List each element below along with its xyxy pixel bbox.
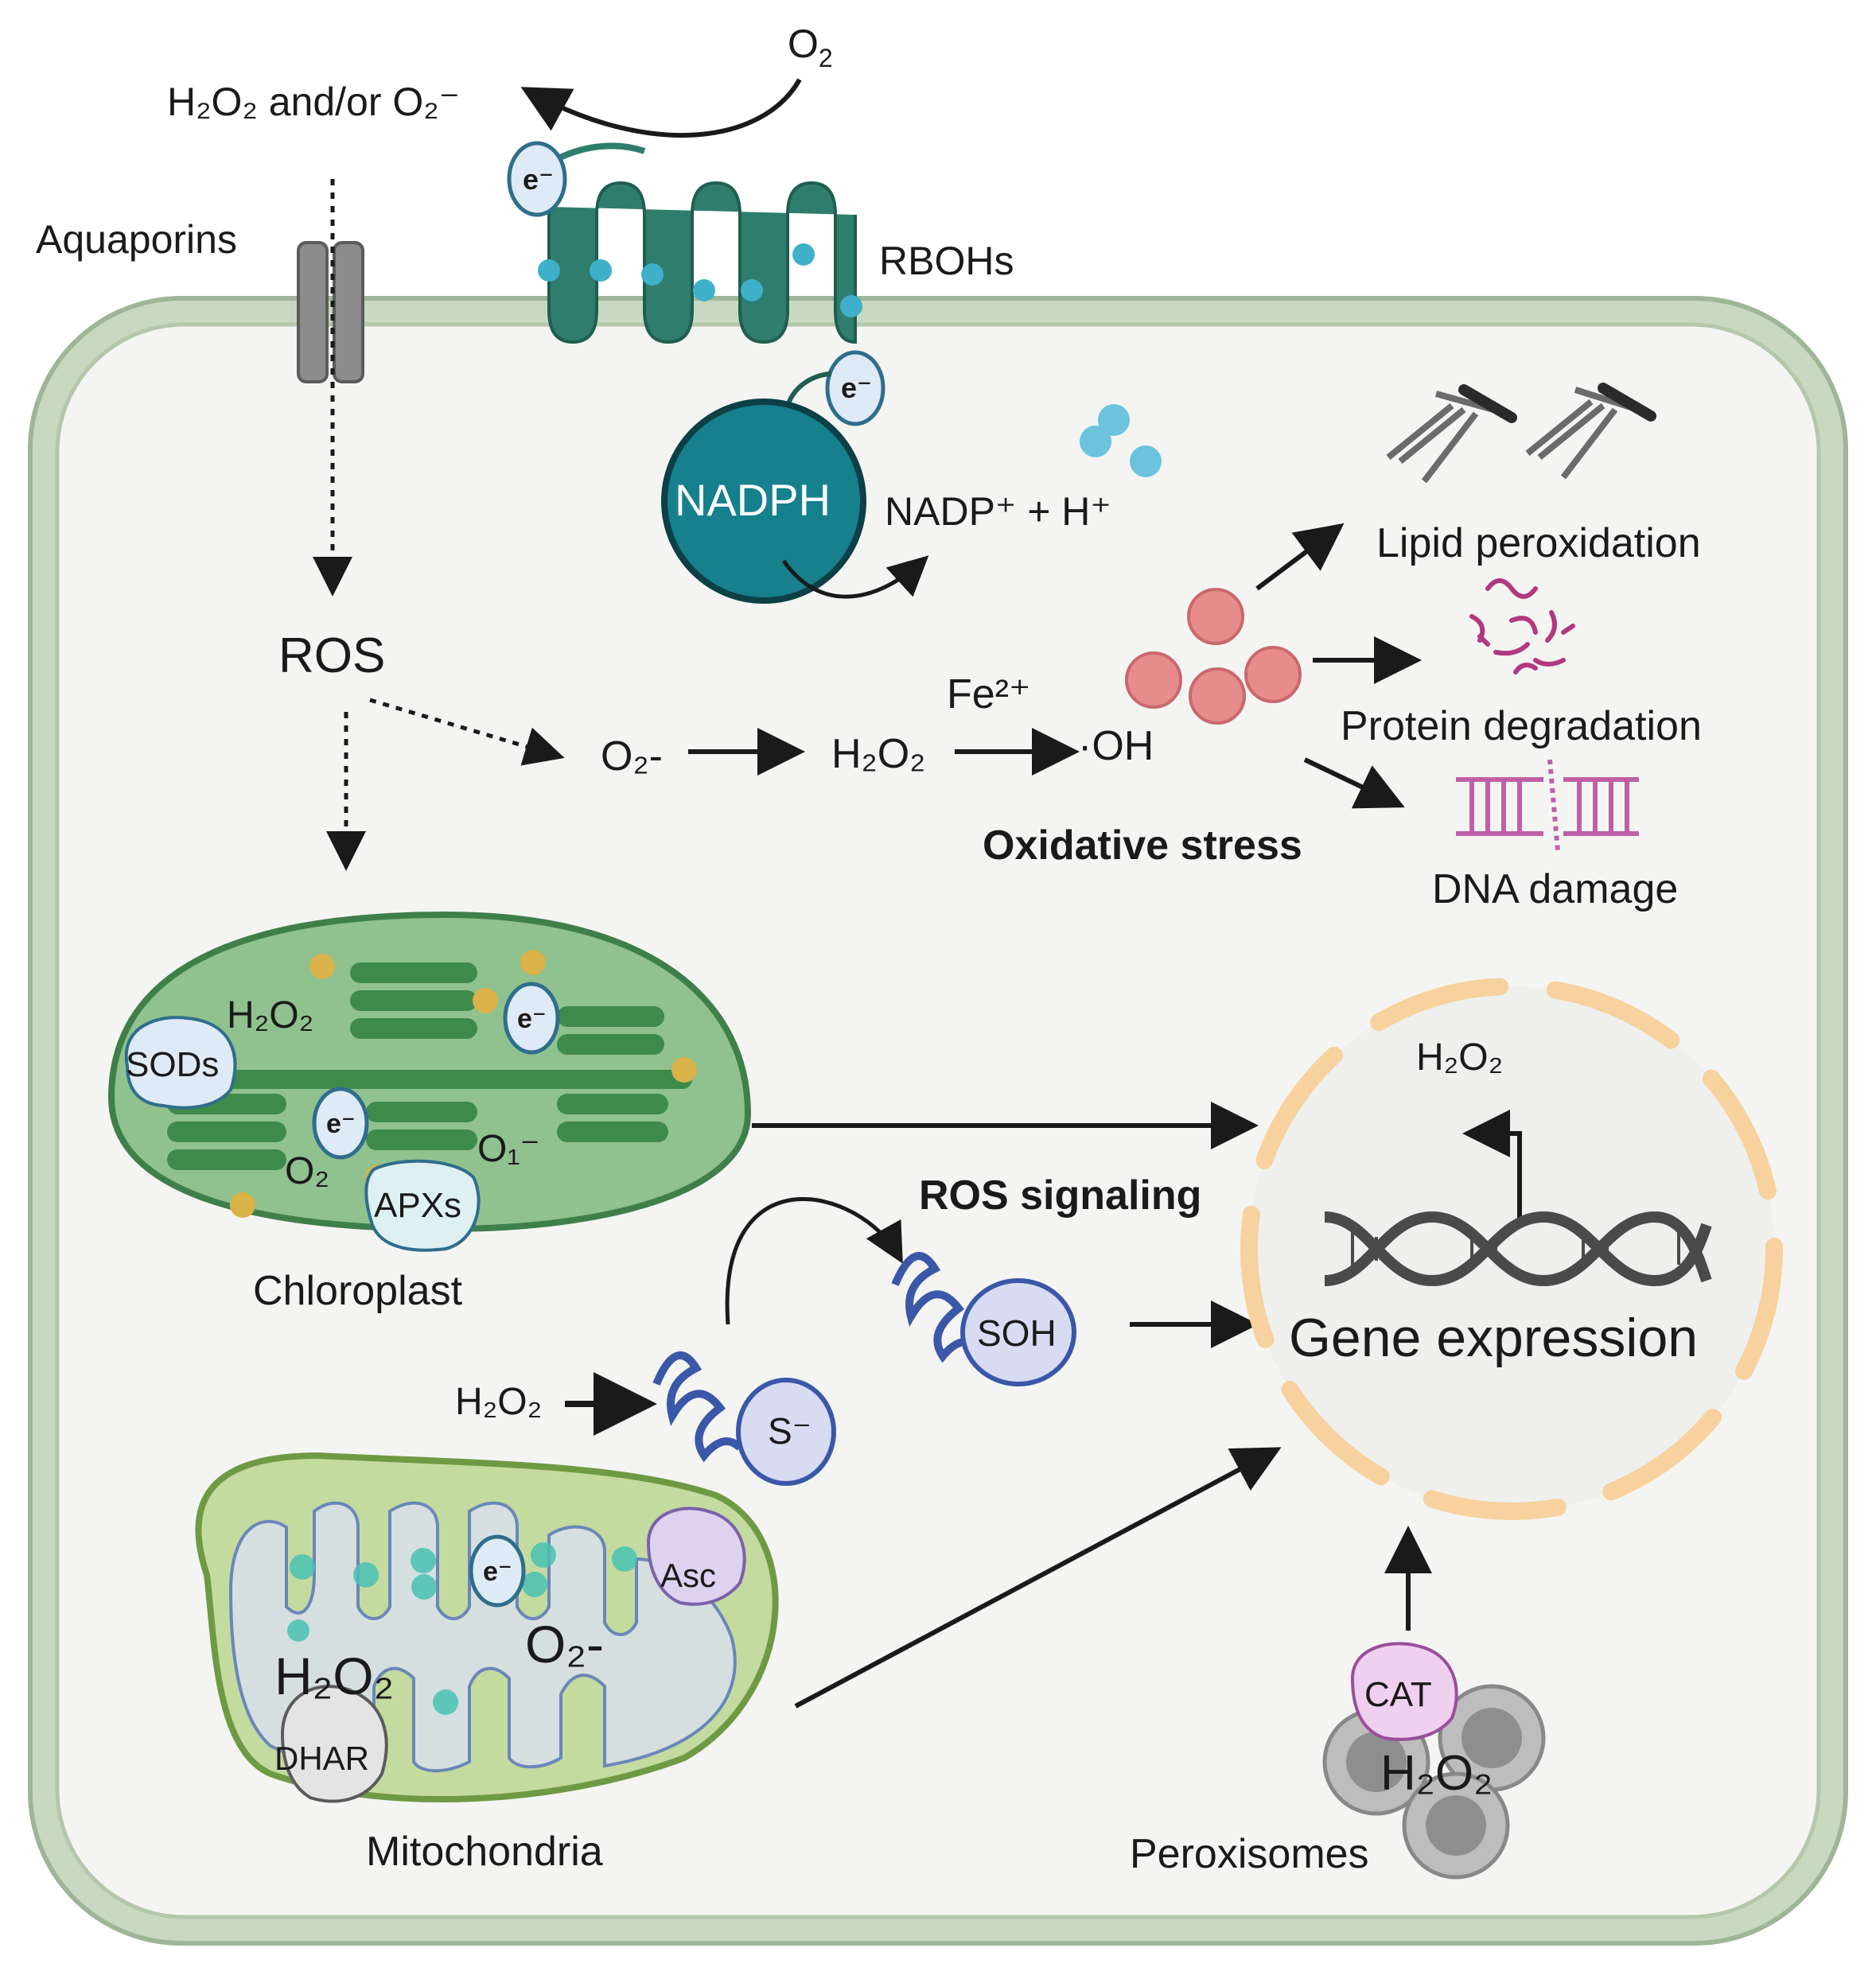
oh-label: ·OH bbox=[1078, 723, 1154, 769]
electron-icon: e⁻ bbox=[503, 982, 560, 1055]
nadp-label: NADP⁺ + H⁺ bbox=[885, 489, 1111, 534]
lipid-icon bbox=[1386, 387, 1652, 484]
h2o2-signal-label: H₂O₂ bbox=[455, 1381, 542, 1423]
gene-to-h2o2-arrow bbox=[1462, 1110, 1522, 1221]
aquaporins-label: Aquaporins bbox=[36, 217, 237, 262]
protein-fragments-icon bbox=[1469, 578, 1575, 675]
electron-icon: e⁻ bbox=[312, 1087, 369, 1160]
mitochondria-to-nucleus-arrow bbox=[794, 1447, 1282, 1709]
chloroplast-label: Chloroplast bbox=[253, 1268, 463, 1314]
protein-reduced-icon: S⁻ bbox=[652, 1351, 836, 1486]
oxidative-stress-label: Oxidative stress bbox=[983, 822, 1302, 869]
svg-text:e⁻: e⁻ bbox=[517, 1004, 547, 1034]
peroxisomes-icon bbox=[1322, 1684, 1546, 1880]
chloroplast-o1-label: O₁⁻ bbox=[477, 1128, 540, 1170]
ros-signaling-label: ROS signaling bbox=[919, 1172, 1201, 1219]
chloroplast-o2-label: O₂ bbox=[285, 1150, 329, 1192]
ros-signaling-arrow bbox=[725, 1197, 903, 1325]
nucleus-h2o2-label: H₂O₂ bbox=[1416, 1036, 1503, 1079]
ros-spheres-icon bbox=[1125, 588, 1302, 725]
ros-to-o2-arrow bbox=[369, 698, 565, 766]
aquaporin-channel-icon bbox=[297, 241, 364, 383]
peroxisomes-label: Peroxisomes bbox=[1130, 1831, 1369, 1877]
asc-enzyme-icon: Asc bbox=[646, 1507, 746, 1606]
lipid-head-icon bbox=[1458, 383, 1656, 423]
mito-h2o2-label: H₂O₂ bbox=[274, 1647, 394, 1705]
dhar-enzyme-icon: DHAR bbox=[274, 1685, 388, 1803]
sods-label: SODs bbox=[126, 1045, 219, 1084]
electron-icon: e⁻ bbox=[469, 1534, 526, 1608]
svg-text:e⁻: e⁻ bbox=[841, 371, 872, 404]
svg-text:e⁻: e⁻ bbox=[483, 1557, 512, 1587]
protein-degradation-label: Protein degradation bbox=[1341, 703, 1702, 749]
ros-label: ROS bbox=[278, 628, 385, 683]
perox-h2o2-label: H₂O₂ bbox=[1380, 1746, 1493, 1801]
bubbles-icon bbox=[1080, 404, 1162, 477]
dhar-label: DHAR bbox=[274, 1740, 369, 1777]
gene-expression-label: Gene expression bbox=[1289, 1308, 1698, 1368]
dna-damage-icon bbox=[1456, 759, 1639, 852]
chloroplast-h2o2-label: H₂O₂ bbox=[227, 994, 313, 1036]
h2o2-and-or-o2-label: H₂O₂ and/or O₂⁻ bbox=[167, 80, 460, 124]
to-dna-arrow bbox=[1303, 757, 1405, 809]
soh-label: SOH bbox=[977, 1312, 1057, 1354]
apxs-enzyme-icon: APXs bbox=[364, 1159, 481, 1252]
svg-text:e⁻: e⁻ bbox=[326, 1109, 356, 1139]
nadph-label: NADPH bbox=[675, 475, 831, 525]
nucleus-icon bbox=[1240, 978, 1783, 1520]
rboh-protein-icon bbox=[547, 181, 857, 344]
nadph-tether bbox=[785, 371, 832, 407]
mitochondria-label: Mitochondria bbox=[366, 1829, 603, 1875]
to-lipid-arrow bbox=[1255, 523, 1345, 591]
svg-text:e⁻: e⁻ bbox=[523, 163, 554, 196]
electron-icon: e⁻ bbox=[507, 141, 567, 217]
h2o2-mid-label: H₂O₂ bbox=[831, 731, 925, 777]
asc-label: Asc bbox=[660, 1557, 716, 1594]
fe2-label: Fe²⁺ bbox=[947, 671, 1030, 717]
nadph-to-nadp-arrow bbox=[781, 555, 929, 599]
mito-o2-label: O₂- bbox=[525, 1615, 604, 1674]
rboh-tail bbox=[555, 142, 646, 162]
s-minus-label: S⁻ bbox=[768, 1410, 812, 1452]
rboh-heme-dots bbox=[538, 243, 862, 317]
dna-damage-label: DNA damage bbox=[1432, 866, 1678, 912]
rbohs-label: RBOHs bbox=[879, 239, 1014, 283]
cat-label: CAT bbox=[1364, 1675, 1432, 1714]
nadph-circle bbox=[661, 399, 866, 604]
dna-helix-icon bbox=[1324, 1211, 1712, 1287]
lipid-peroxidation-label: Lipid peroxidation bbox=[1376, 520, 1701, 566]
sods-enzyme-icon: SODs bbox=[124, 1016, 237, 1110]
apxs-label: APXs bbox=[374, 1186, 461, 1225]
o2-to-h2o2-arrow bbox=[520, 78, 802, 138]
o2-top-label: O2 bbox=[788, 21, 833, 72]
dna-rungs-icon bbox=[1351, 1225, 1680, 1273]
chloroplast-icon bbox=[107, 911, 752, 1233]
protein-oxidized-icon: SOH bbox=[891, 1252, 1076, 1386]
electron-icon: e⁻ bbox=[825, 350, 885, 426]
o2-minus-label: O₂- bbox=[601, 733, 663, 780]
cat-enzyme-icon: CAT bbox=[1350, 1642, 1458, 1741]
